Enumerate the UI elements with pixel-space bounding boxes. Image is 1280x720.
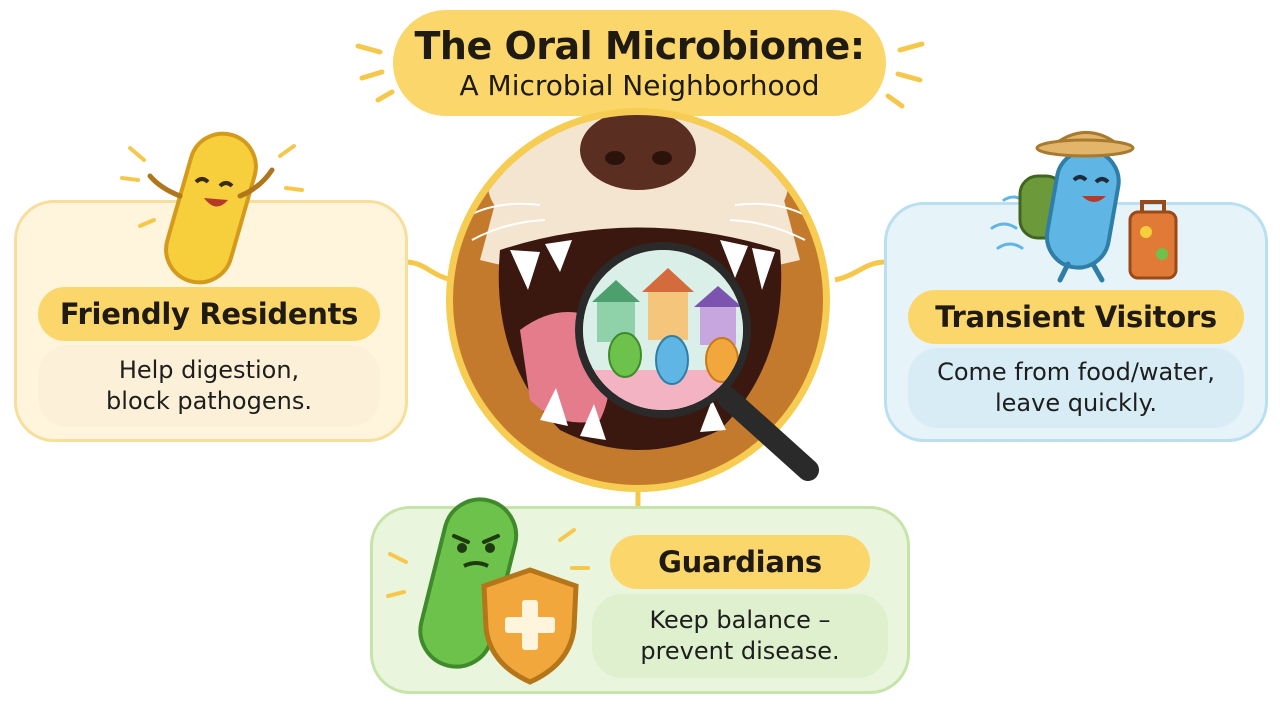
- friendly-residents-label: Friendly Residents: [38, 287, 380, 341]
- guardians-line1: Keep balance –: [649, 606, 831, 634]
- title-main: The Oral Microbiome:: [414, 24, 865, 68]
- transient-visitors-label: Transient Visitors: [908, 290, 1244, 344]
- guardians-description: Keep balance – prevent disease.: [592, 594, 888, 678]
- title-banner: The Oral Microbiome: A Microbial Neighbo…: [393, 10, 886, 116]
- title-sparkle-icon: [355, 41, 925, 109]
- blue-traveler-bacterium-icon: [990, 131, 1178, 283]
- magnifying-glass-icon: [740, 398, 741, 399]
- friendly-residents-line2: block pathogens.: [106, 387, 312, 415]
- title-subtitle: A Microbial Neighborhood: [459, 69, 820, 102]
- transient-visitors-description: Come from food/water, leave quickly.: [908, 348, 1244, 428]
- transient-visitors-line2: leave quickly.: [994, 389, 1158, 417]
- yellow-bacterium-icon: [120, 131, 304, 285]
- friendly-residents-description: Help digestion, block pathogens.: [38, 345, 380, 427]
- transient-visitors-line1: Come from food/water,: [937, 358, 1215, 386]
- shield-icon: [481, 567, 579, 685]
- guardians-line2: prevent disease.: [640, 637, 840, 665]
- guardians-label: Guardians: [610, 535, 870, 589]
- friendly-residents-line1: Help digestion,: [118, 356, 300, 384]
